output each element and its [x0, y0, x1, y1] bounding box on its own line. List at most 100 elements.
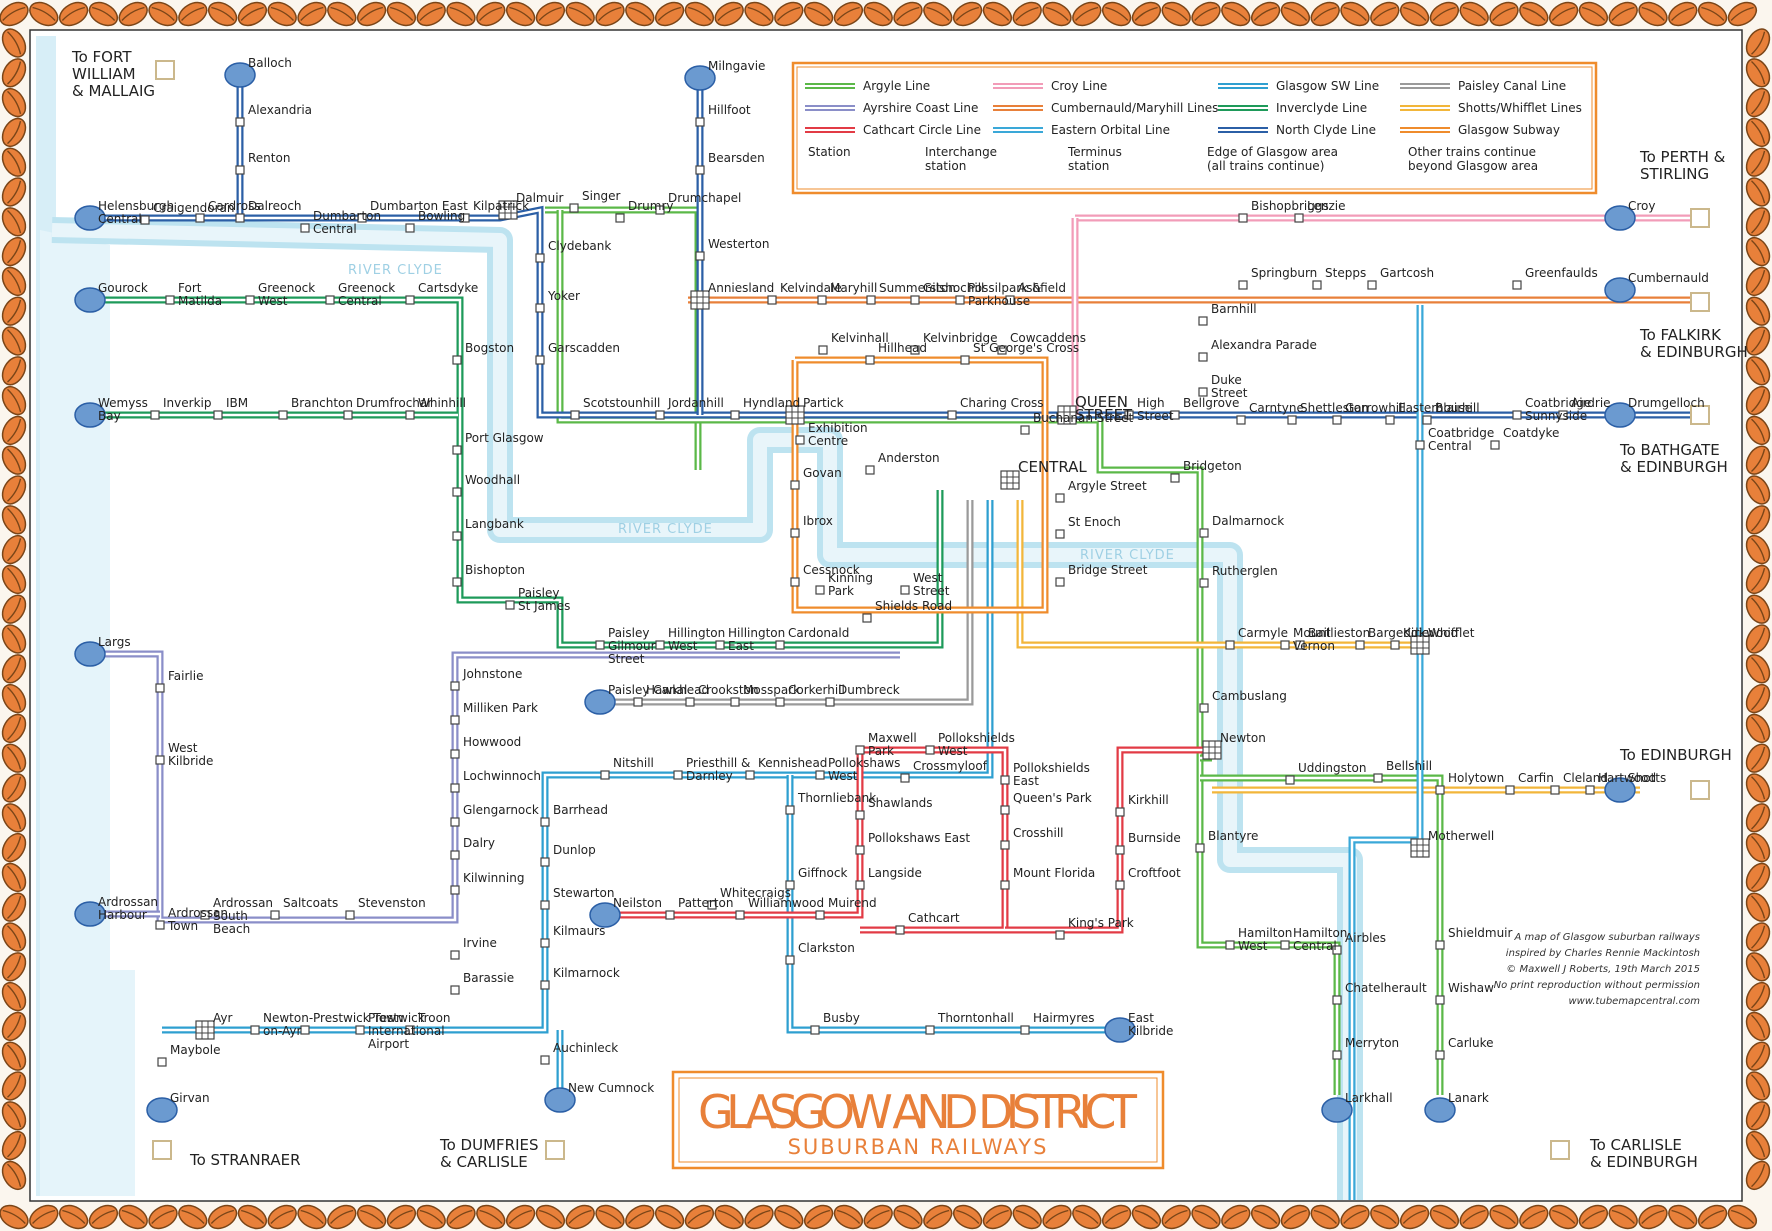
station-label-line: Ashfield	[1018, 281, 1066, 295]
station-marker	[343, 410, 353, 420]
border-leaf	[1745, 207, 1771, 237]
station-label-line: Bowling	[418, 209, 465, 223]
border-leaf	[1191, 1204, 1221, 1230]
station-label-line: Town	[167, 919, 198, 933]
border-leaf	[595, 1204, 625, 1230]
station-label-line: Bay	[98, 409, 121, 423]
station-label-line: Maybole	[170, 1043, 220, 1057]
station-label-line: Street	[913, 584, 950, 598]
station-label-line: Greenock	[258, 281, 315, 295]
station-label-line: Muirend	[828, 896, 877, 910]
border-leaf	[1745, 1041, 1771, 1071]
leaf-vein	[7, 686, 22, 711]
station-label: Ayr	[213, 1011, 232, 1025]
north-clyde-line-core	[75, 75, 1700, 417]
border-leaf	[1608, 1204, 1638, 1230]
terminus-station	[1104, 1017, 1136, 1043]
stations-layer	[74, 60, 1710, 1160]
station-label-line: Kilwinning	[463, 871, 524, 885]
terminus-station	[224, 62, 256, 88]
legend-label: Shotts/Whifflet Lines	[1458, 101, 1582, 115]
station-marker	[815, 770, 825, 780]
station-label-line: West	[913, 571, 943, 585]
terminus-station	[544, 1087, 576, 1113]
station-marker	[1390, 640, 1400, 650]
leaf-vein	[1164, 6, 1188, 21]
station-label: Williamwood	[748, 896, 824, 910]
station-marker	[1170, 410, 1180, 420]
ayrshire-line-core	[88, 652, 900, 922]
border-leaf	[1, 117, 27, 148]
leaf-vein	[91, 6, 116, 21]
station-label: Maybole	[170, 1043, 220, 1057]
leaf-vein	[1313, 1209, 1337, 1224]
border-leaf	[356, 1204, 387, 1230]
leaf-vein	[7, 627, 22, 651]
border-leaf	[625, 1, 655, 27]
station-label: Gartcosh	[1380, 266, 1434, 280]
station-marker	[195, 213, 205, 223]
station-label-line: Ayr	[213, 1011, 232, 1025]
station-label: Queen's Park	[1013, 791, 1092, 805]
border-leaf	[654, 1204, 685, 1230]
paisley-canal-line-core	[605, 500, 972, 704]
station-marker	[745, 770, 755, 780]
station-label-line: CENTRAL	[1018, 458, 1087, 476]
border-leaf	[1745, 862, 1771, 893]
station-label-line: Kilmaurs	[553, 924, 605, 938]
station-marker	[900, 773, 910, 783]
eastern-orbital-line-core	[1350, 305, 1422, 1200]
station-marker	[707, 900, 717, 910]
station-marker	[405, 1025, 415, 1035]
credit-line: A map of Glasgow suburban railways	[1514, 932, 1701, 943]
station-label-line: Coatdyke	[1503, 426, 1559, 440]
station-label-line: Cumbernauld	[1628, 271, 1709, 285]
interchange-grid	[1411, 839, 1429, 857]
leaf-vein	[1015, 6, 1039, 21]
border-leaf	[58, 1, 89, 27]
leaf-vein	[777, 6, 801, 21]
station-label-line: Shieldmuir	[1448, 926, 1513, 940]
leaf-vein	[62, 1209, 86, 1224]
border-leaf	[1745, 654, 1771, 684]
leaf-vein	[955, 6, 980, 21]
station-marker	[405, 410, 415, 420]
station-label-line: Bogston	[465, 341, 514, 355]
leaf-vein	[359, 6, 384, 21]
border-leaf	[1745, 177, 1771, 207]
leaf-vein	[7, 1044, 22, 1068]
station-label-line: Cartsdyke	[418, 281, 478, 295]
station-label-line: Ardrossan	[213, 896, 273, 910]
station-marker	[1198, 352, 1208, 362]
station-label: Garrowhill	[1345, 401, 1406, 415]
station-marker	[452, 445, 462, 455]
station-label-line: Cessnock	[803, 563, 860, 577]
leaf-vein	[32, 1209, 56, 1224]
continue-marker	[1690, 292, 1710, 312]
station-label-line: Mosspark	[743, 683, 800, 697]
legend-symbol-label: Station	[808, 145, 851, 159]
station-label: Clydebank	[548, 239, 611, 253]
station-label: Branchton	[291, 396, 353, 410]
station-label: Charing Cross	[960, 396, 1044, 410]
border-leaf	[1, 1041, 27, 1071]
station-label: Dalmuir	[516, 191, 564, 205]
leaf-vein	[1343, 6, 1367, 21]
station-marker	[540, 900, 550, 910]
station-label: Renton	[248, 151, 290, 165]
leaf-vein	[151, 1209, 175, 1224]
station-label-line: Hamilton	[1293, 926, 1347, 940]
station-label-line: Kilmarnock	[553, 966, 620, 980]
station-label-line: Matilda	[178, 294, 222, 308]
station-label-line: Priesthill &	[686, 756, 750, 770]
leaf-vein	[1641, 1209, 1665, 1224]
border-leaf	[1745, 385, 1771, 416]
station-label-line: Park	[828, 584, 854, 598]
leaf-vein	[300, 6, 324, 21]
station-marker	[1312, 280, 1322, 290]
station-label-line: Carluke	[1448, 1036, 1494, 1050]
station-label: King's Park	[1068, 916, 1134, 930]
station-label-line: Inverkip	[163, 396, 211, 410]
